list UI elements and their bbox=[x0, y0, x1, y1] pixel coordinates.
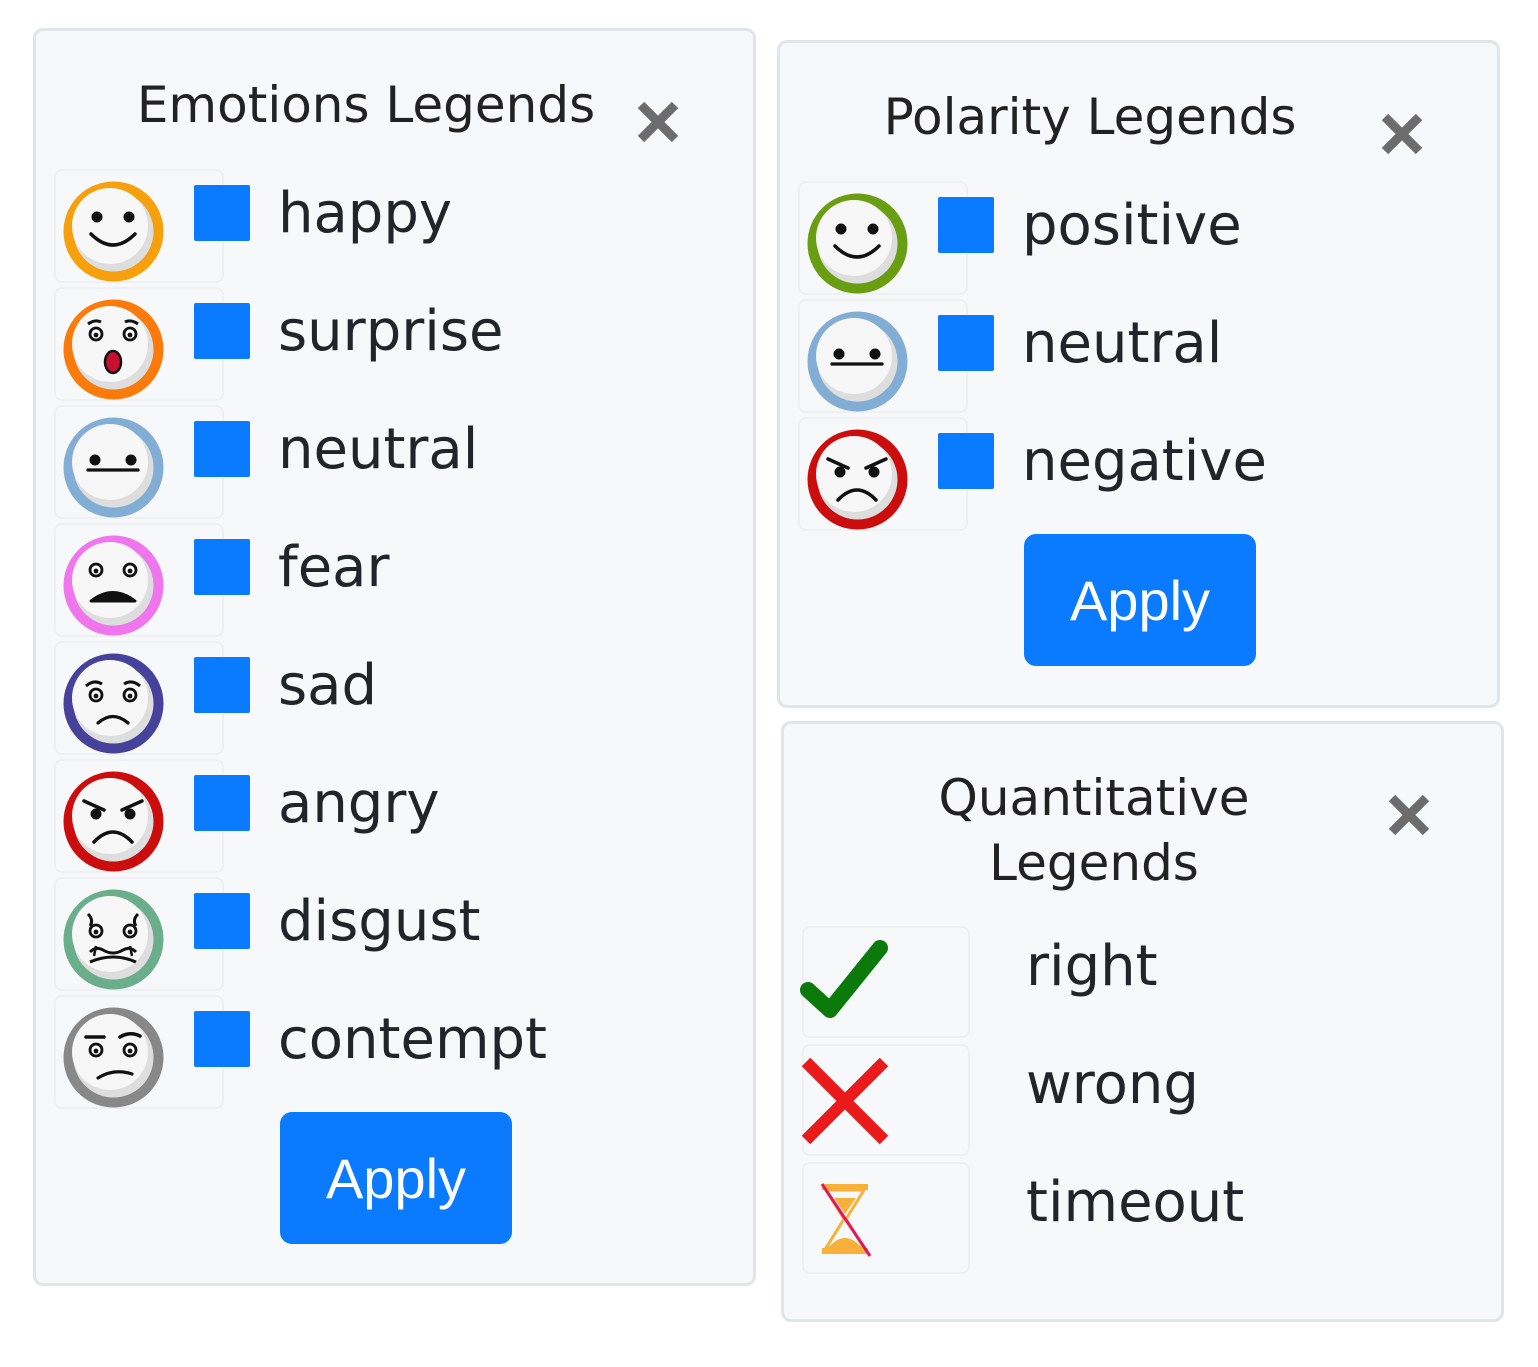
legend-label: negative bbox=[1022, 429, 1267, 494]
legend-row: negative bbox=[780, 417, 1497, 537]
legend-row: sad bbox=[36, 641, 753, 761]
surprise-face-icon bbox=[58, 294, 169, 405]
legend-row: fear bbox=[36, 523, 753, 643]
legend-label: timeout bbox=[1026, 1170, 1245, 1235]
legend-row: contempt bbox=[36, 995, 753, 1115]
legend-row: right bbox=[784, 926, 1501, 1044]
legend-row: wrong bbox=[784, 1044, 1501, 1162]
legend-row: angry bbox=[36, 759, 753, 879]
legend-label: sad bbox=[278, 653, 378, 718]
quantitative-panel-title: Quantitative Legends bbox=[938, 769, 1250, 892]
fear-face-icon bbox=[58, 530, 169, 641]
polarity-apply-button[interactable]: Apply bbox=[1024, 534, 1256, 666]
legend-checkbox[interactable] bbox=[938, 315, 994, 371]
happy-face-icon bbox=[58, 176, 169, 287]
emotions-panel-title: Emotions Legends bbox=[136, 76, 596, 134]
sad-face-icon bbox=[58, 648, 169, 759]
icon-cell bbox=[802, 1162, 970, 1274]
legend-label: disgust bbox=[278, 889, 481, 954]
legend-checkbox[interactable] bbox=[194, 303, 250, 359]
disgust-face-icon bbox=[58, 884, 169, 995]
close-icon[interactable] bbox=[1377, 109, 1427, 159]
close-icon[interactable] bbox=[633, 97, 683, 147]
happy-face-icon bbox=[802, 188, 913, 299]
legend-label: wrong bbox=[1026, 1052, 1199, 1117]
legend-row: positive bbox=[780, 181, 1497, 301]
angry-face-icon bbox=[58, 766, 169, 877]
legend-label: contempt bbox=[278, 1007, 548, 1072]
legend-row: surprise bbox=[36, 287, 753, 407]
polarity-panel-title: Polarity Legends bbox=[883, 88, 1297, 146]
legend-label: neutral bbox=[1022, 311, 1223, 376]
legend-checkbox[interactable] bbox=[194, 539, 250, 595]
hourglass-crossed-icon bbox=[800, 1174, 890, 1264]
legend-label: fear bbox=[278, 535, 390, 600]
legend-row: neutral bbox=[780, 299, 1497, 419]
legend-checkbox[interactable] bbox=[194, 421, 250, 477]
contempt-face-icon bbox=[58, 1002, 169, 1113]
neutral-face-icon bbox=[58, 412, 169, 523]
icon-cell bbox=[802, 1044, 970, 1156]
legend-row: disgust bbox=[36, 877, 753, 997]
angry-face-icon bbox=[802, 424, 913, 535]
icon-cell bbox=[802, 926, 970, 1038]
checkmark-icon bbox=[800, 938, 890, 1028]
emotions-legend-panel: Emotions Legends happy surprise neutral … bbox=[33, 28, 756, 1286]
legend-label: neutral bbox=[278, 417, 479, 482]
legend-checkbox[interactable] bbox=[194, 1011, 250, 1067]
legend-row: neutral bbox=[36, 405, 753, 525]
quantitative-legend-panel: Quantitative Legends right wrong timeout bbox=[781, 721, 1504, 1322]
legend-label: angry bbox=[278, 771, 440, 836]
cross-icon bbox=[800, 1056, 890, 1146]
legend-checkbox[interactable] bbox=[938, 433, 994, 489]
close-icon[interactable] bbox=[1384, 790, 1434, 840]
legend-label: surprise bbox=[278, 299, 504, 364]
legend-checkbox[interactable] bbox=[194, 893, 250, 949]
polarity-legend-panel: Polarity Legends positive neutral negati… bbox=[777, 40, 1500, 708]
legend-label: happy bbox=[278, 181, 453, 246]
neutral-face-icon bbox=[802, 306, 913, 417]
legend-label: right bbox=[1026, 934, 1158, 999]
legend-checkbox[interactable] bbox=[194, 775, 250, 831]
legend-row: happy bbox=[36, 169, 753, 289]
legend-row: timeout bbox=[784, 1162, 1501, 1280]
emotions-apply-button[interactable]: Apply bbox=[280, 1112, 512, 1244]
legend-checkbox[interactable] bbox=[938, 197, 994, 253]
legend-checkbox[interactable] bbox=[194, 657, 250, 713]
legend-label: positive bbox=[1022, 193, 1242, 258]
legend-checkbox[interactable] bbox=[194, 185, 250, 241]
